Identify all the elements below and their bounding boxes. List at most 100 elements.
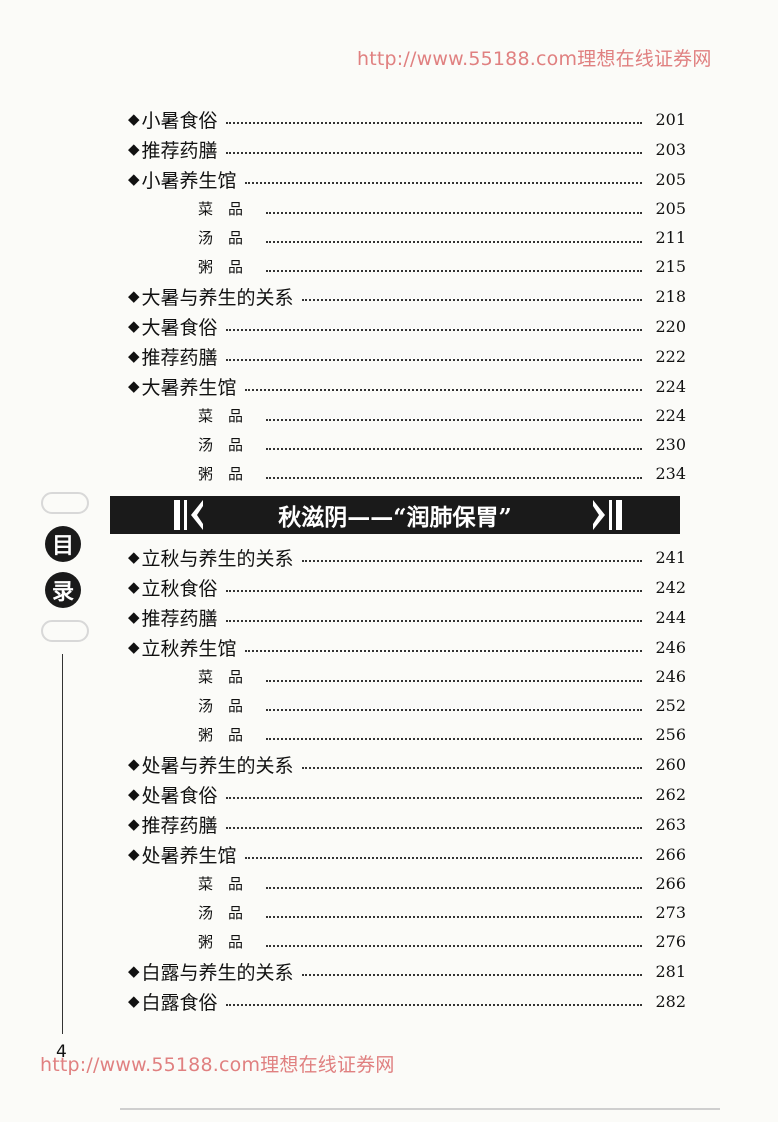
toc-page-number: 218	[655, 286, 686, 306]
toc-entry-label: 推荐药膳	[141, 346, 218, 369]
bottom-rule	[120, 1108, 720, 1110]
toc-entry-label-group: ◆处暑与养生的关系	[128, 751, 294, 778]
dot-leader	[266, 679, 642, 682]
diamond-bullet-icon: ◆	[128, 815, 140, 833]
toc-page-number: 262	[655, 784, 686, 804]
dot-leader	[266, 240, 642, 243]
diamond-bullet-icon: ◆	[128, 110, 140, 128]
toc-entry-label-group: ◆大暑养生馆	[128, 373, 237, 400]
toc-entry-label-group: 粥品	[128, 463, 258, 484]
dot-leader	[266, 944, 642, 947]
toc-page-number: 220	[655, 316, 686, 336]
toc-subentry[interactable]: 菜品 266	[128, 869, 688, 898]
dot-leader	[266, 737, 642, 740]
toc-entry-label-group: 粥品	[128, 724, 258, 745]
toc-page-number: 224	[655, 406, 686, 425]
toc-entry[interactable]: ◆推荐药膳 222	[128, 341, 688, 371]
toc-entry-label-group: ◆立秋养生馆	[128, 634, 237, 661]
dot-leader	[244, 650, 642, 652]
dot-leader	[225, 152, 642, 154]
diamond-bullet-icon: ◆	[128, 377, 140, 395]
toc-page-number: 252	[655, 696, 686, 715]
section-banner: 秋滋阴——“润肺保胃”	[110, 496, 680, 534]
toc-entry-label: 大暑与养生的关系	[141, 286, 294, 309]
toc-entry-label-group: ◆小暑养生馆	[128, 166, 237, 193]
toc-entry-label: 菜品	[198, 875, 259, 893]
toc-subentry[interactable]: 汤品 252	[128, 691, 688, 720]
toc-page-number: 234	[655, 464, 686, 483]
toc-page-number: 215	[655, 257, 686, 276]
banner-left-bracket-icon	[174, 500, 214, 530]
toc-entry-label: 汤品	[198, 697, 259, 715]
diamond-bullet-icon: ◆	[128, 755, 140, 773]
dot-leader	[244, 857, 642, 859]
dot-leader	[244, 182, 642, 184]
diamond-bullet-icon: ◆	[128, 608, 140, 626]
diamond-bullet-icon: ◆	[128, 638, 140, 656]
toc-subentry[interactable]: 粥品 215	[128, 252, 688, 281]
dot-leader	[225, 329, 642, 331]
diamond-bullet-icon: ◆	[128, 317, 140, 335]
dot-leader	[266, 269, 642, 272]
watermark-top: http://www.55188.com理想在线证券网	[357, 48, 712, 70]
toc-page-number: 201	[655, 109, 686, 129]
diamond-bullet-icon: ◆	[128, 992, 140, 1010]
toc-entry-label-group: ◆推荐药膳	[128, 811, 218, 838]
toc-page-number: 263	[655, 814, 686, 834]
dot-leader	[266, 708, 642, 711]
toc-entry-label-group: 粥品	[128, 256, 258, 277]
diamond-bullet-icon: ◆	[128, 962, 140, 980]
toc-entry-label: 菜品	[198, 200, 259, 218]
toc-page-number: 222	[655, 346, 686, 366]
toc-entry-label-group: ◆大暑与养生的关系	[128, 283, 294, 310]
toc-entry-label: 粥品	[198, 933, 259, 951]
diamond-bullet-icon: ◆	[128, 287, 140, 305]
toc-entry[interactable]: ◆大暑与养生的关系 218	[128, 281, 688, 311]
toc-entry-label: 处暑食俗	[141, 784, 218, 807]
dot-leader	[266, 886, 642, 889]
sidebar-char-mu: 目	[45, 526, 81, 562]
dot-leader	[301, 299, 642, 301]
toc-entry-label: 白露与养生的关系	[141, 961, 294, 984]
toc-entry[interactable]: ◆立秋养生馆 246	[128, 632, 688, 662]
dot-leader	[266, 476, 642, 479]
toc-entry-label: 白露食俗	[141, 991, 218, 1014]
section-banner-row: 秋滋阴——“润肺保胃”	[110, 488, 688, 542]
toc-page-number: 246	[655, 637, 686, 657]
toc-entry-label: 小暑食俗	[141, 109, 218, 132]
sidebar-char-lu: 录	[45, 572, 81, 608]
section-banner-title: 秋滋阴——“润肺保胃”	[278, 504, 512, 531]
dot-leader	[266, 418, 642, 421]
toc-page-number: 273	[655, 903, 686, 922]
diamond-bullet-icon: ◆	[128, 140, 140, 158]
toc-page-number: 266	[655, 874, 686, 893]
toc-subentry[interactable]: 粥品 234	[128, 459, 688, 488]
toc-entry[interactable]: ◆小暑食俗 201	[128, 104, 688, 134]
dot-leader	[301, 767, 642, 769]
diamond-bullet-icon: ◆	[128, 347, 140, 365]
dot-leader	[225, 590, 642, 592]
toc-entry-label: 汤品	[198, 229, 259, 247]
toc-entry[interactable]: ◆推荐药膳 263	[128, 809, 688, 839]
